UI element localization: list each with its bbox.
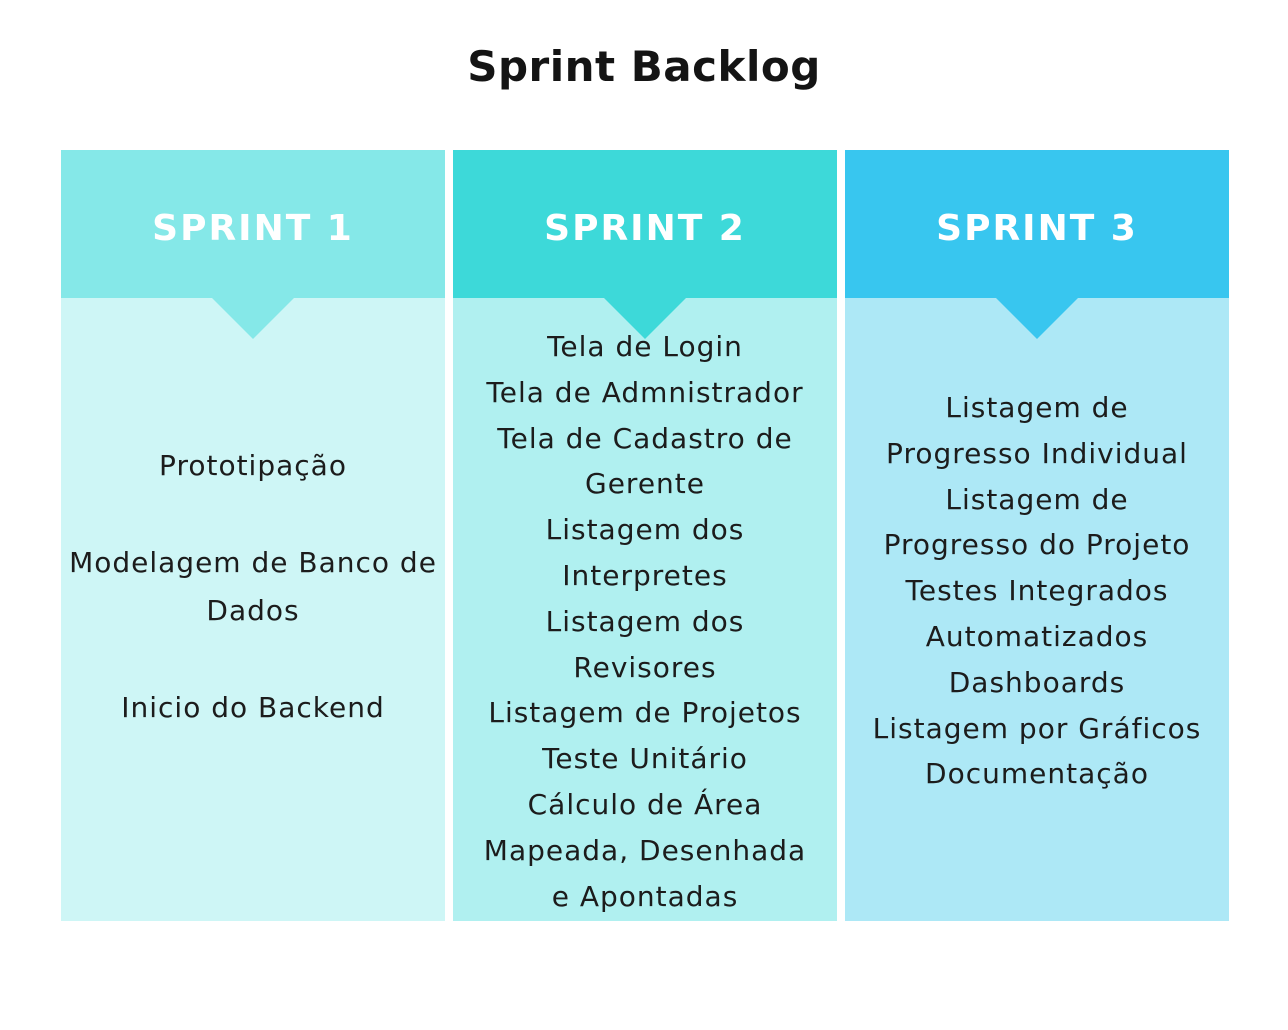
sprint-column-3: SPRINT 3 Listagem de Progresso Individua…	[845, 150, 1229, 921]
sprint-label-1: SPRINT 1	[152, 207, 354, 249]
backlog-item: Testes Integrados Automatizados	[905, 574, 1169, 653]
backlog-item: Documentação	[925, 757, 1149, 791]
sprint-pointer-2	[603, 297, 687, 339]
backlog-item: Listagem de Progresso do Projeto	[883, 482, 1191, 562]
backlog-item: Modelagem de Banco de Dados	[69, 546, 437, 627]
sprint-body-2	[453, 298, 837, 921]
sprint-header-3: SPRINT 3	[845, 150, 1229, 298]
sprint-header-1: SPRINT 1	[61, 150, 445, 298]
backlog-item: Inicio do Backend	[121, 691, 385, 724]
backlog-item: Tela de Login	[547, 330, 743, 363]
sprint-pointer-3	[995, 297, 1079, 339]
backlog-item: Listagem dos Interpretes	[545, 513, 745, 592]
backlog-item: Listagem dos Revisores	[545, 604, 745, 684]
sprint-item-list-3: Listagem de Progresso Individual Listage…	[845, 385, 1229, 797]
sprint-pointer-1	[211, 297, 295, 339]
backlog-item: Listagem por Gráficos	[872, 711, 1202, 745]
sprint-item-list-2: Tela de Login Tela de Admnistrador Tela …	[453, 324, 837, 919]
backlog-item: Dashboards	[948, 665, 1126, 699]
sprint-label-3: SPRINT 3	[936, 207, 1138, 249]
backlog-item: Cálculo de Área Mapeada, Desenhada e Apo…	[483, 787, 807, 913]
sprint-body-1	[61, 298, 445, 921]
page-title: Sprint Backlog	[467, 42, 821, 91]
backlog-item: Prototipação	[159, 449, 347, 482]
backlog-item: Listagem de Progresso Individual	[886, 391, 1188, 470]
sprint-item-list-1: Prototipação Modelagem de Banco de Dados…	[61, 442, 445, 732]
backlog-item: Listagem de Projetos	[488, 696, 802, 730]
sprint-column-2: SPRINT 2 Tela de Login Tela de Admnistra…	[453, 150, 837, 921]
sprint-column-1: SPRINT 1 Prototipação Modelagem de Banco…	[61, 150, 445, 921]
sprint-label-2: SPRINT 2	[544, 207, 746, 249]
backlog-item: Tela de Cadastro de Gerente	[497, 421, 793, 501]
sprint-body-3	[845, 298, 1229, 921]
sprint-header-2: SPRINT 2	[453, 150, 837, 298]
backlog-item: Teste Unitário	[542, 742, 748, 776]
backlog-item: Tela de Admnistrador	[486, 375, 804, 409]
